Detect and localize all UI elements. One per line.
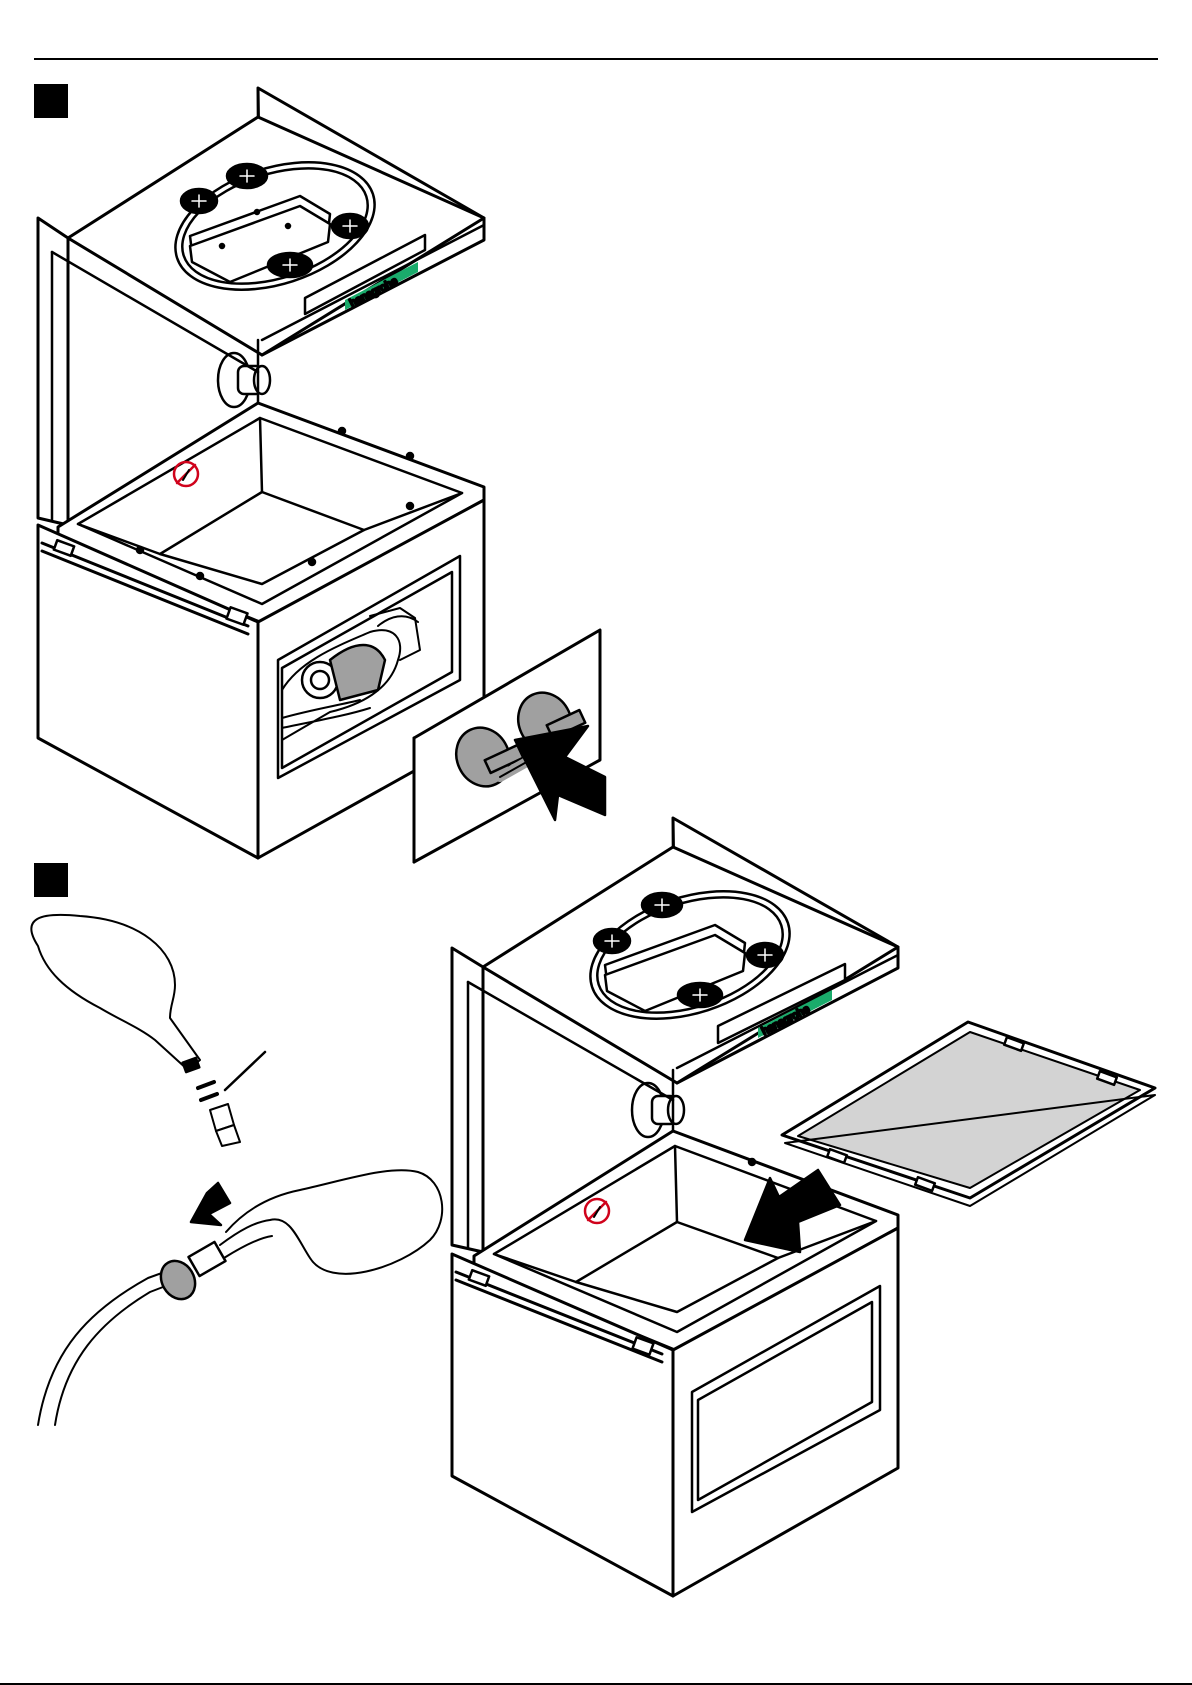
- step-1-lid: hansgrohe: [68, 88, 484, 355]
- step-2-hand-shower: [31, 915, 442, 1425]
- pull-arrow-icon: [191, 1183, 230, 1225]
- step-2-filter-screen: [782, 1022, 1155, 1206]
- step-2-illustration: hansgrohe: [452, 818, 1155, 1596]
- step-2-lid: hansgrohe: [483, 818, 898, 1083]
- step-1-illustration: hansgrohe: [38, 88, 605, 862]
- step-1-knob: [218, 353, 270, 407]
